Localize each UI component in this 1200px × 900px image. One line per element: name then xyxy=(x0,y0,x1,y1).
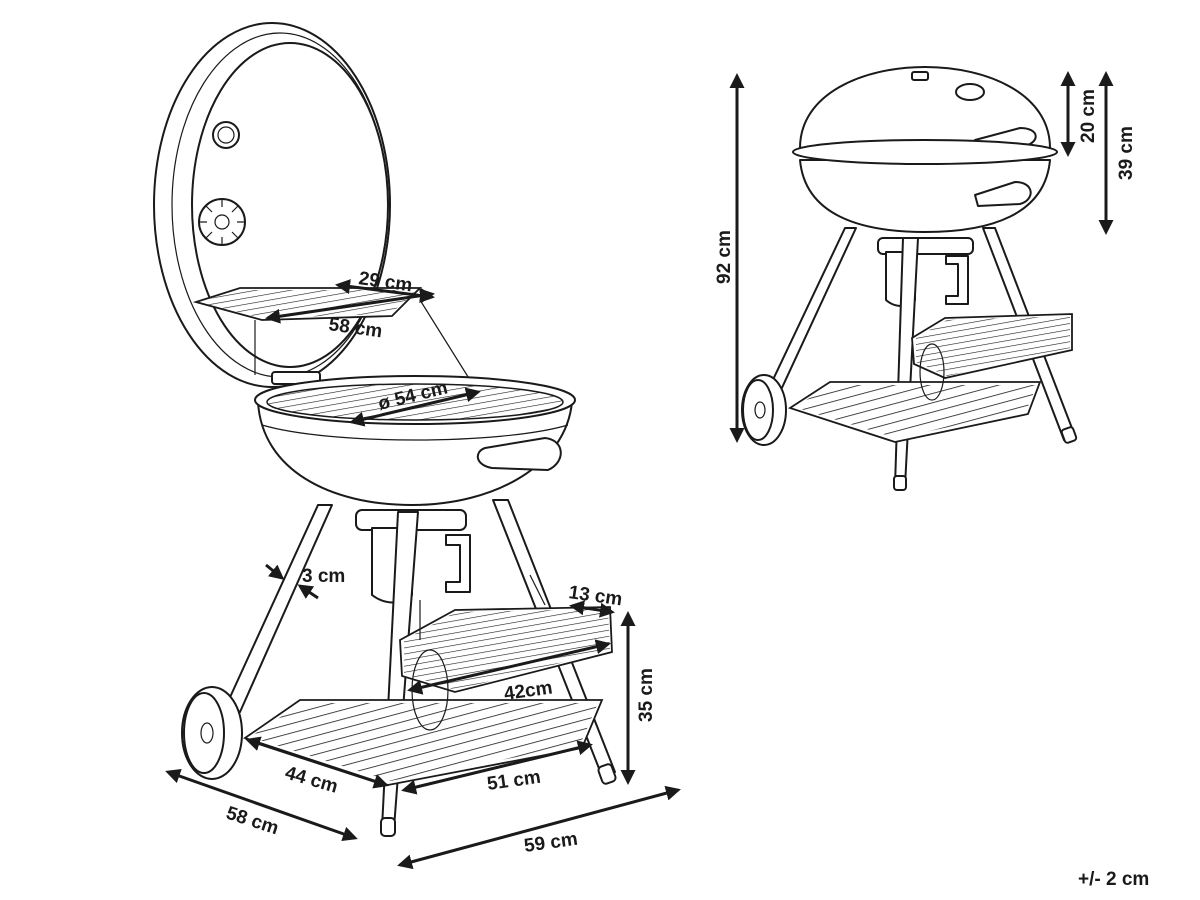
tolerance-note: +/- 2 cm xyxy=(1078,869,1149,890)
closed-lid xyxy=(799,66,1051,149)
closed-bowl xyxy=(799,159,1051,233)
label-bowl-height: 39 cm xyxy=(1116,126,1137,180)
label-leg-diameter: 3 cm xyxy=(302,566,345,587)
lid-vent-icon xyxy=(212,121,240,149)
open-grill-drawing xyxy=(153,22,617,837)
closed-leg-left xyxy=(769,227,857,393)
label-lid-height: 20 cm xyxy=(1078,89,1099,143)
right-dimensions: 92 cm 20 cm 39 cm xyxy=(714,71,1137,443)
closed-grill-drawing xyxy=(741,66,1078,491)
label-overall-width: 59 cm xyxy=(523,829,579,857)
closed-rim xyxy=(792,139,1058,165)
bowl-handle xyxy=(476,437,562,471)
leg-left xyxy=(225,504,333,713)
damper-vent-icon xyxy=(198,198,246,246)
label-overall-height: 92 cm xyxy=(714,230,735,284)
label-basket-height: 35 cm xyxy=(636,668,657,722)
label-shelf-width: 51 cm xyxy=(486,767,542,795)
